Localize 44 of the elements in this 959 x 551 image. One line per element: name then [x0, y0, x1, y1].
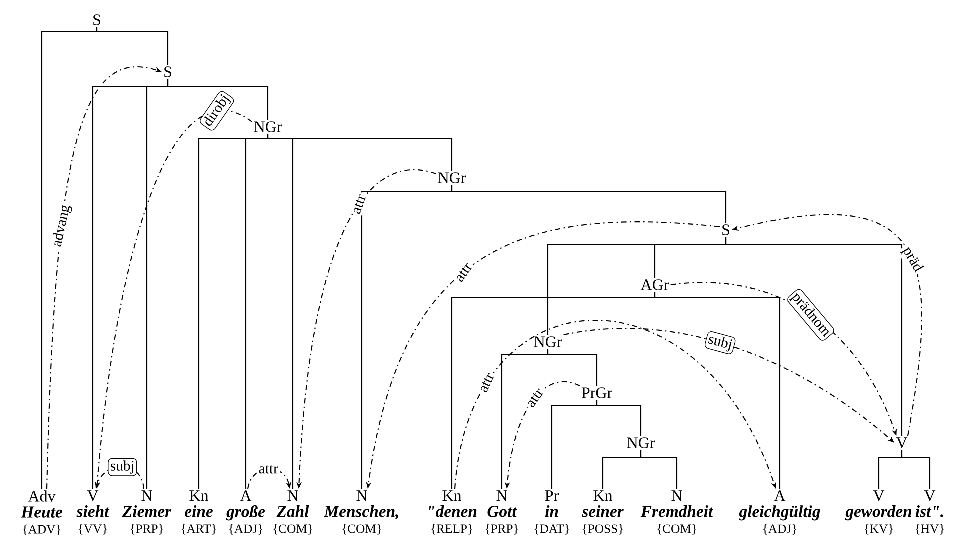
- word-entry: Kn eine {ART}: [182, 490, 216, 535]
- edge-label: attr: [452, 259, 476, 286]
- tree-branch: [451, 184, 727, 224]
- word-entry: V geworden {KV}: [845, 490, 912, 535]
- word-entry: Pr in {DAT}: [534, 490, 570, 535]
- category-label: NGr: [254, 122, 282, 132]
- edge-label: subj: [704, 332, 736, 354]
- edge-label: attr: [349, 191, 370, 218]
- category-label: NGr: [627, 438, 656, 448]
- word-entry: Kn "denen {RELP}: [430, 490, 477, 535]
- tree-branch: [547, 348, 598, 386]
- tree-branch: [267, 134, 453, 172]
- tree-branch: [596, 400, 642, 436]
- tree-branch: [901, 450, 931, 489]
- category-label: S: [94, 14, 100, 26]
- edge-label: attr: [523, 384, 548, 412]
- category-label: S: [164, 66, 172, 78]
- tree-branch: [654, 292, 781, 489]
- word-entry: N Gott {PRP}: [486, 490, 518, 535]
- word-entry: N Menschen, {COM}: [324, 490, 398, 535]
- word-entry: N Ziemer {PRP}: [122, 490, 172, 535]
- edge-label: attr: [476, 370, 498, 396]
- tree-branch: [725, 236, 903, 436]
- dependency-arrow: [454, 320, 776, 490]
- word-entry: A große {ADJ}: [226, 490, 266, 535]
- edge-label: subj: [108, 458, 138, 476]
- category-label: NGr: [438, 172, 466, 184]
- word-entry: Adv Heute {ADV}: [21, 490, 62, 536]
- category-label: S: [722, 224, 730, 236]
- category-label: NGr: [534, 336, 562, 348]
- word-entry: Kn seiner {POSS}: [582, 490, 624, 535]
- tree-branch: [96, 26, 169, 66]
- category-label: AGr: [640, 280, 670, 290]
- category-label: V: [896, 438, 908, 448]
- word-entry: N Fremdheit {COM}: [640, 490, 714, 535]
- edge-label: attr: [256, 463, 280, 476]
- word-entry: V sieht {VV}: [76, 490, 110, 535]
- word-entry: V ist". {HV}: [916, 490, 944, 535]
- word-entry: A gleichgültig {ADJ}: [738, 490, 820, 535]
- edge-label: advang: [48, 202, 76, 251]
- tree-branch: [167, 78, 269, 120]
- tree-branch: [640, 450, 678, 489]
- category-label: PrGr: [582, 388, 612, 398]
- word-entry: N Zahl {COM}: [274, 490, 312, 535]
